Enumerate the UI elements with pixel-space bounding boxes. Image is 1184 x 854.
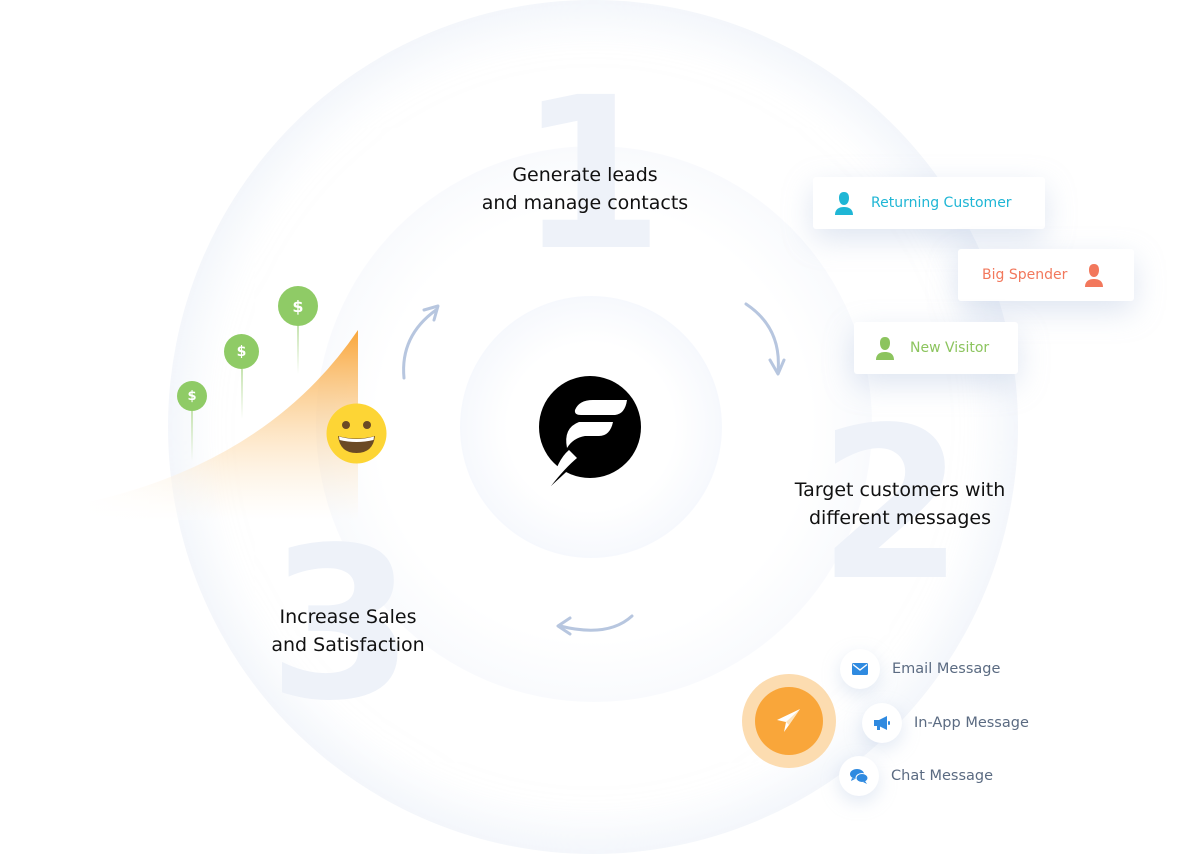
channel-chat-message[interactable]: Chat Message xyxy=(839,756,993,796)
send-button[interactable] xyxy=(755,687,823,755)
step-1-title: Generate leads and manage contacts xyxy=(445,161,725,217)
step-2-title-line1: Target customers with xyxy=(794,479,1006,501)
dollar-coin-icon: $ xyxy=(278,286,318,326)
smiley-face-icon xyxy=(326,403,387,464)
segment-big-spender[interactable]: Big Spender xyxy=(958,249,1134,301)
step-1-title-line2: and manage contacts xyxy=(481,192,689,214)
dollar-coin-icon: $ xyxy=(224,334,259,369)
channel-email-message[interactable]: Email Message xyxy=(840,649,1000,689)
segment-new-visitor[interactable]: New Visitor xyxy=(854,322,1018,374)
step-3-title: Increase Sales and Satisfaction xyxy=(228,603,468,659)
megaphone-icon xyxy=(874,716,890,730)
channel-label: In-App Message xyxy=(914,715,1029,731)
channel-label: Email Message xyxy=(892,661,1001,677)
coin-stem xyxy=(241,369,243,419)
person-icon xyxy=(1085,264,1104,287)
paper-plane-icon xyxy=(777,709,800,732)
envelope-icon xyxy=(852,663,868,675)
person-icon xyxy=(876,337,894,360)
step-2-title: Target customers with different messages xyxy=(760,476,1040,532)
arrow-top-left-icon xyxy=(402,304,440,380)
step-3-title-line1: Increase Sales xyxy=(279,606,417,628)
segment-label: Returning Customer xyxy=(871,195,1012,211)
chat-bubble xyxy=(839,756,879,796)
arrow-top-right-icon xyxy=(744,302,786,376)
coin-stem xyxy=(297,326,299,374)
segment-returning-customer[interactable]: Returning Customer xyxy=(813,177,1045,229)
person-icon xyxy=(835,192,853,215)
coin-stem xyxy=(191,411,193,461)
step-1-title-line1: Generate leads xyxy=(512,164,658,186)
step-2-number: 2 xyxy=(818,382,965,627)
megaphone-bubble xyxy=(862,703,902,743)
segment-label: Big Spender xyxy=(982,267,1068,283)
channel-in-app-message[interactable]: In-App Message xyxy=(862,703,1029,743)
chat-bubble-f-logo-icon xyxy=(539,376,641,486)
segment-label: New Visitor xyxy=(910,340,990,356)
step-3-title-line2: and Satisfaction xyxy=(271,634,425,656)
step-3-number: 3 xyxy=(268,502,415,747)
arrow-bottom-icon xyxy=(556,614,634,636)
step-1-number: 1 xyxy=(518,52,665,297)
dollar-coin-icon: $ xyxy=(177,381,207,411)
step-2-title-line2: different messages xyxy=(808,507,992,529)
growth-curve-icon xyxy=(90,330,358,520)
channel-label: Chat Message xyxy=(891,768,994,784)
envelope-bubble xyxy=(840,649,880,689)
chat-bubbles-icon xyxy=(850,769,868,784)
